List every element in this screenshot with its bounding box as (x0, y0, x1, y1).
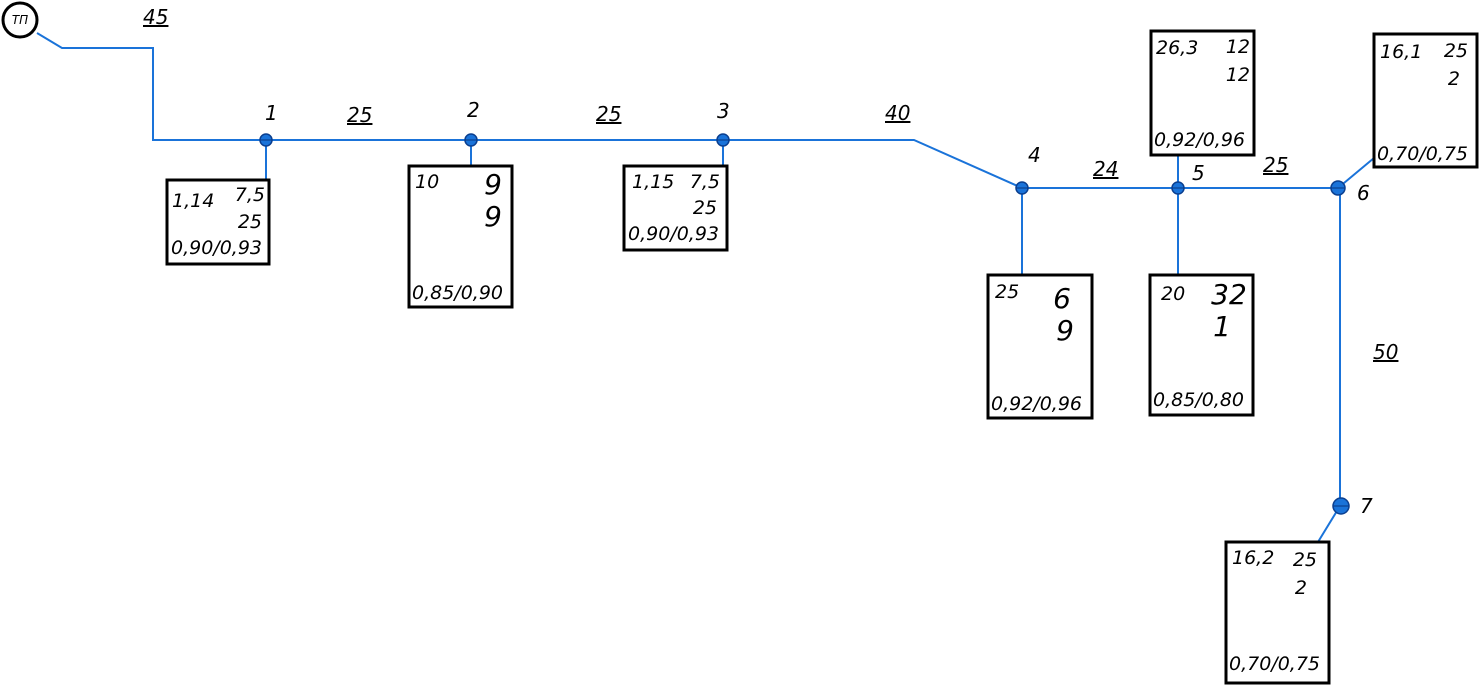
load-box-5-lower: 20 32 1 0,85/0,80 (1148, 273, 1255, 417)
load-4-power-factor: 0,92/0,96 (991, 393, 1082, 415)
segment-length-2-3: 25 (596, 102, 621, 126)
load-5a-top-left: 26,3 (1156, 37, 1198, 59)
segment-length-6-7: 50 (1373, 340, 1398, 364)
load-2-mid-right: 9 (484, 200, 502, 233)
load-5a-power-factor: 0,92/0,96 (1154, 129, 1245, 151)
source-label: ТП (12, 13, 28, 27)
load-5a-mid-right: 12 (1226, 64, 1250, 86)
load-box-2: 10 9 9 0,85/0,90 (407, 164, 514, 309)
node-7-icon (1332, 497, 1350, 515)
load-7-top-left: 16,2 (1232, 547, 1274, 569)
load-1-power-factor: 0,90/0,93 (171, 237, 262, 259)
node-6-icon (1330, 180, 1346, 196)
load-3-top-left: 1,15 (632, 171, 674, 193)
node-label-7: 7 (1360, 494, 1373, 518)
load-4-top-right: 6 (1053, 282, 1071, 315)
load-6-mid-right: 2 (1448, 68, 1460, 90)
wire-3-4 (723, 139, 1023, 189)
load-5b-mid-right: 1 (1213, 310, 1231, 343)
load-5b-top-left: 20 (1161, 283, 1185, 305)
load-3-top-right: 7,5 (690, 171, 720, 193)
load-box-5-upper: 26,3 12 12 0,92/0,96 (1149, 29, 1256, 157)
load-box-4: 25 6 9 0,92/0,96 (986, 273, 1094, 420)
load-5a-top-right: 12 (1226, 36, 1250, 58)
node-label-2: 2 (467, 98, 480, 122)
node-label-5: 5 (1192, 161, 1205, 185)
node-4-icon (1015, 181, 1029, 195)
load-2-power-factor: 0,85/0,90 (412, 282, 503, 304)
load-box-3: 1,15 7,5 25 0,90/0,93 (622, 164, 729, 252)
load-4-top-left: 25 (995, 281, 1019, 303)
segment-length-1-2: 25 (347, 103, 372, 127)
segment-length-4-5: 24 (1093, 157, 1118, 181)
load-7-mid-right: 2 (1295, 577, 1307, 599)
load-1-mid-right: 25 (238, 211, 262, 233)
node-5-icon (1171, 181, 1185, 195)
load-2-top-right: 9 (484, 168, 502, 201)
segment-length-tp-1: 45 (143, 5, 168, 29)
segment-length-5-6: 25 (1263, 153, 1288, 177)
node-label-1: 1 (265, 101, 278, 125)
load-7-power-factor: 0,70/0,75 (1229, 653, 1320, 675)
load-3-mid-right: 25 (693, 197, 717, 219)
load-4-mid-right: 9 (1056, 314, 1074, 347)
node-label-6: 6 (1357, 181, 1370, 205)
segment-length-3-4: 40 (885, 101, 910, 125)
load-box-1: 1,14 7,5 25 0,90/0,93 (165, 178, 271, 266)
load-3-power-factor: 0,90/0,93 (628, 223, 719, 245)
node-2-icon (464, 133, 478, 147)
drop-6 (1337, 157, 1375, 189)
node-label-3: 3 (717, 99, 730, 123)
load-box-7: 16,2 25 2 0,70/0,75 (1224, 540, 1331, 685)
load-5b-top-right: 32 (1211, 278, 1247, 311)
load-2-top-left: 10 (415, 171, 439, 193)
node-3-icon (716, 133, 730, 147)
load-6-power-factor: 0,70/0,75 (1377, 143, 1468, 165)
load-7-top-right: 25 (1293, 549, 1317, 571)
load-box-6: 16,1 25 2 0,70/0,75 (1372, 32, 1479, 169)
load-6-top-left: 16,1 (1380, 41, 1422, 63)
load-6-top-right: 25 (1444, 40, 1468, 62)
load-1-top-right: 7,5 (235, 184, 265, 206)
load-1-top-left: 1,14 (172, 190, 214, 212)
load-5b-power-factor: 0,85/0,80 (1153, 389, 1244, 411)
node-label-4: 4 (1028, 143, 1041, 167)
wire-tp-to-1 (36, 32, 266, 141)
transformer-substation-icon: ТП (1, 1, 39, 39)
node-1-icon (259, 133, 273, 147)
